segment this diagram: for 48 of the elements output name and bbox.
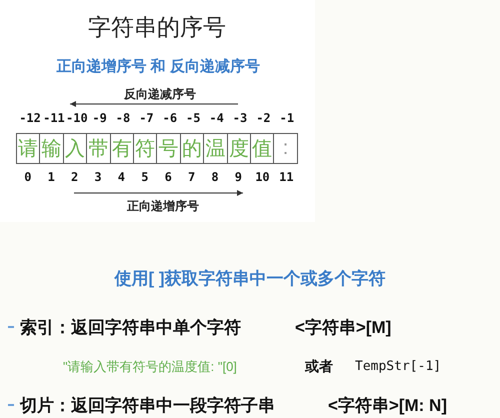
section-heading: 使用[ ]获取字符串中一个或多个字符 xyxy=(114,270,386,286)
index-number: -7 xyxy=(139,112,154,124)
index-number: -6 xyxy=(162,112,178,124)
character-cell: 的 xyxy=(180,133,204,164)
character-cell: 温 xyxy=(203,133,228,164)
character-cell: 号 xyxy=(156,133,181,164)
character-cell: : xyxy=(273,133,298,164)
bullet-text: 切片：返回字符串中一段字符子串 xyxy=(20,396,275,414)
code-example: "请输入带有符号的温度值: "[0] xyxy=(63,360,237,372)
index-number: -9 xyxy=(92,112,107,124)
index-number: -8 xyxy=(116,112,130,124)
axis-label: 反向递减序号 xyxy=(124,88,196,100)
character-cell: 符 xyxy=(133,133,158,164)
index-number: 5 xyxy=(141,171,148,183)
index-number: -5 xyxy=(186,112,200,124)
syntax-text: <字符串>[M: N] xyxy=(328,396,447,414)
character-cell: 值 xyxy=(250,133,274,164)
character-cell: 带 xyxy=(86,133,111,164)
index-number: -1 xyxy=(280,112,294,124)
subtitle: 正向递增序号 和 反向递减序号 xyxy=(56,58,260,74)
code-example: TempStr[-1] xyxy=(355,360,442,372)
character-cell: 输 xyxy=(39,133,64,164)
index-number: 11 xyxy=(279,171,294,183)
character-cell: 度 xyxy=(226,133,251,164)
character-cell: 有 xyxy=(110,133,134,164)
index-number: 8 xyxy=(211,171,219,183)
character-cell: 请 xyxy=(16,133,40,164)
title: 字符串的序号 xyxy=(88,16,226,38)
character-cell: 入 xyxy=(62,133,88,164)
index-number: -2 xyxy=(256,112,271,124)
index-number: 1 xyxy=(48,171,55,183)
index-number: -11 xyxy=(43,112,65,124)
index-number: -3 xyxy=(232,112,248,124)
index-number: 7 xyxy=(188,171,196,183)
index-number: -12 xyxy=(19,112,41,124)
index-number: 6 xyxy=(164,171,172,183)
index-number: 4 xyxy=(118,171,126,183)
index-number: -10 xyxy=(66,112,88,124)
bullet-text: 索引：返回字符串中单个字符 xyxy=(20,318,241,336)
index-number: -4 xyxy=(209,112,224,124)
axis-label: 正向递增序号 xyxy=(127,200,199,212)
connector-word: 或者 xyxy=(305,359,333,373)
index-number: 9 xyxy=(234,171,242,183)
index-number: 10 xyxy=(255,171,270,183)
index-number: 2 xyxy=(71,171,78,183)
index-number: 0 xyxy=(24,171,32,183)
index-number: 3 xyxy=(94,171,102,183)
syntax-text: <字符串>[M] xyxy=(295,318,392,336)
